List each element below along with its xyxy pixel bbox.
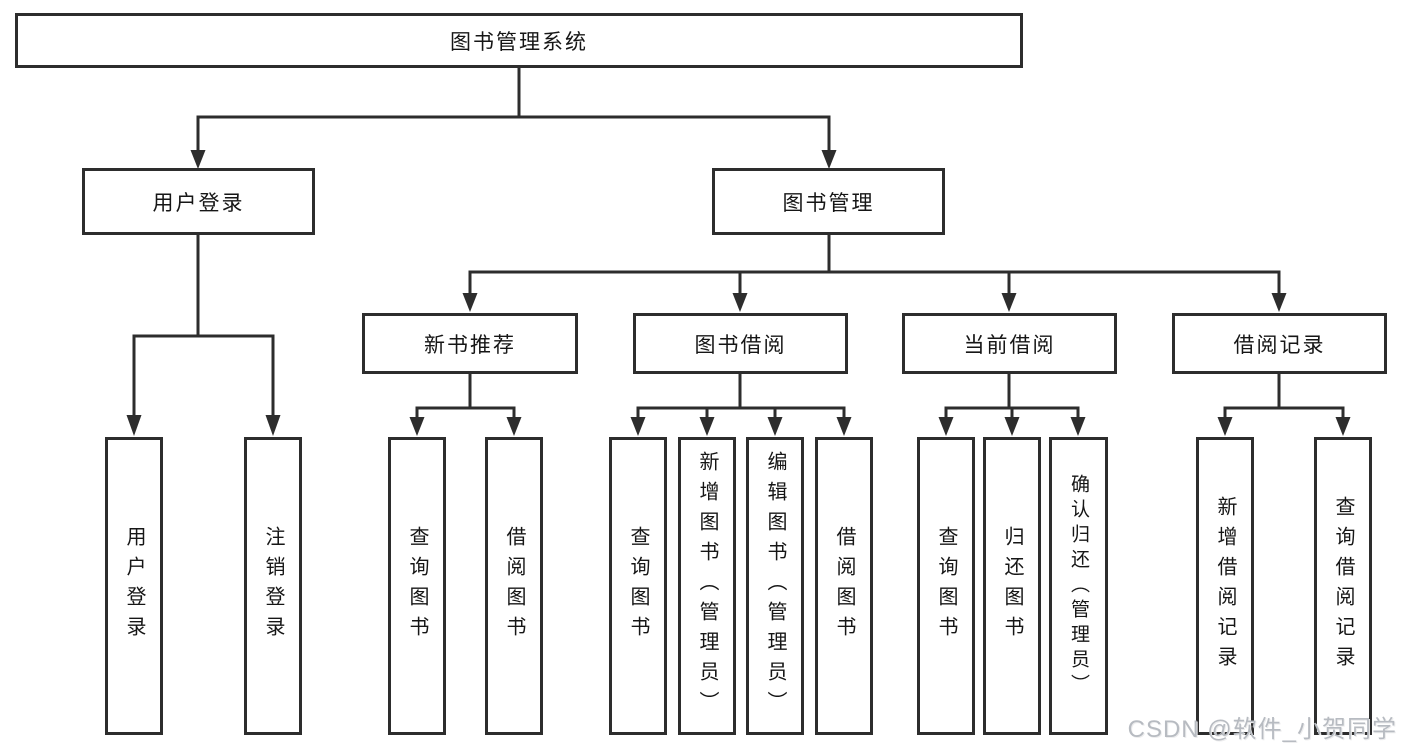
node-label: 借阅图书 <box>833 526 855 646</box>
leaf-add-book-admin: 新增图书（管理员） <box>678 437 736 735</box>
node-borrowing-records: 借阅记录 <box>1172 313 1387 374</box>
node-label: 编辑图书（管理员） <box>764 451 786 721</box>
csdn-watermark: CSDN @软件_小贺同学 <box>1127 716 1397 743</box>
node-label: 查询借阅记录 <box>1332 496 1354 676</box>
node-label: 图书管理 <box>782 191 875 215</box>
node-label: 确认归还（管理员） <box>1068 473 1089 699</box>
node-book-borrowing: 图书借阅 <box>633 313 848 374</box>
leaf-borrow-books-recommend: 借阅图书 <box>485 437 543 735</box>
leaf-query-books-borrowing: 查询图书 <box>609 437 667 735</box>
leaf-borrow-books-borrowing: 借阅图书 <box>815 437 873 735</box>
node-label: 查询图书 <box>935 526 957 646</box>
node-label: 图书管理系统 <box>450 30 588 54</box>
leaf-confirm-return-admin: 确认归还（管理员） <box>1049 437 1108 735</box>
node-user-login: 用户登录 <box>82 168 315 235</box>
node-new-book-recommendation: 新书推荐 <box>362 313 578 374</box>
node-label: 新增图书（管理员） <box>696 451 718 721</box>
node-label: 当前借阅 <box>963 333 1056 357</box>
node-label: 用户登录 <box>123 526 145 646</box>
node-label: 借阅记录 <box>1233 333 1326 357</box>
node-label: 归还图书 <box>1001 526 1023 646</box>
leaf-edit-book-admin: 编辑图书（管理员） <box>746 437 804 735</box>
node-label: 用户登录 <box>152 191 245 215</box>
leaf-logout: 注销登录 <box>244 437 302 735</box>
node-label: 查询图书 <box>406 526 428 646</box>
node-label: 新增借阅记录 <box>1214 496 1236 676</box>
node-label: 新书推荐 <box>424 333 516 357</box>
node-book-management: 图书管理 <box>712 168 945 235</box>
node-label: 注销登录 <box>262 526 284 646</box>
leaf-query-books-current: 查询图书 <box>917 437 975 735</box>
leaf-query-borrow-record: 查询借阅记录 <box>1314 437 1372 735</box>
node-library-system: 图书管理系统 <box>15 13 1023 68</box>
node-current-borrowing: 当前借阅 <box>902 313 1117 374</box>
node-label: 图书借阅 <box>694 333 787 357</box>
leaf-add-borrow-record: 新增借阅记录 <box>1196 437 1254 735</box>
leaf-query-books-recommend: 查询图书 <box>388 437 446 735</box>
node-label: 借阅图书 <box>503 526 525 646</box>
leaf-return-books: 归还图书 <box>983 437 1041 735</box>
leaf-user-login: 用户登录 <box>105 437 163 735</box>
node-label: 查询图书 <box>627 526 649 646</box>
